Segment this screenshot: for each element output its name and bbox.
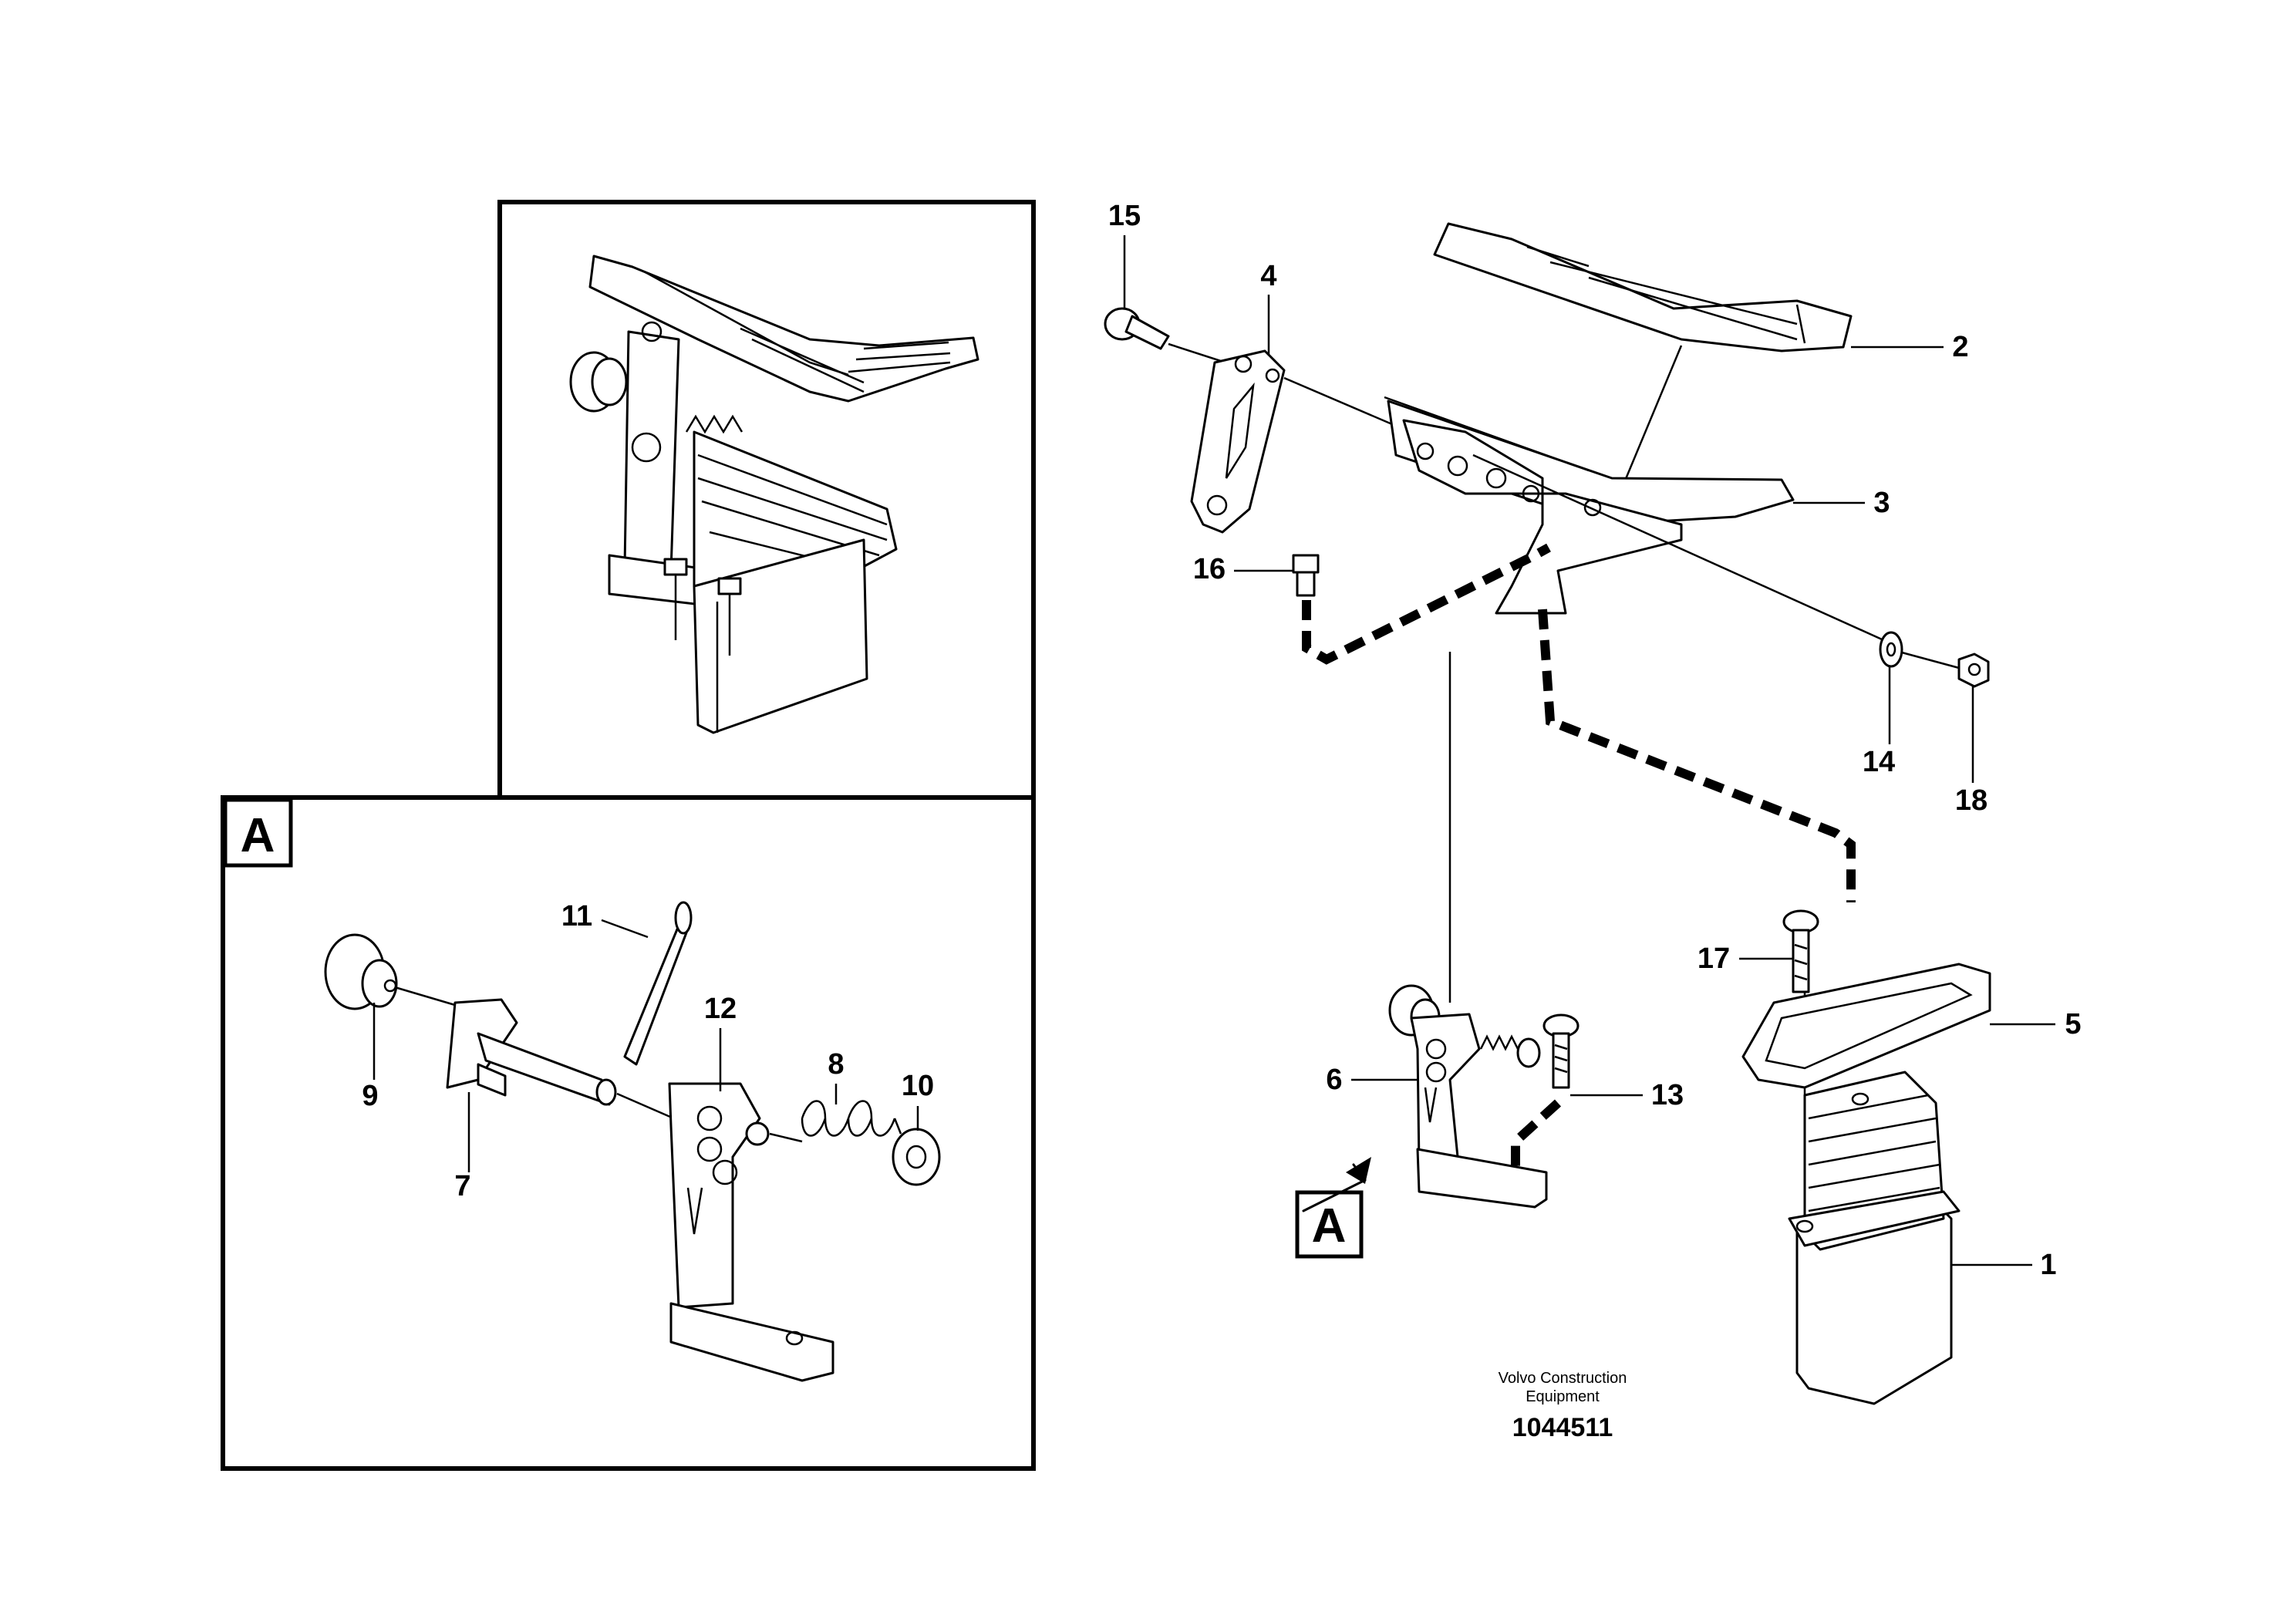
callout-14: 14	[1863, 746, 1895, 778]
callout-10: 10	[902, 1070, 934, 1102]
caption-line-1: Volvo Construction	[1499, 1370, 1627, 1387]
callout-4: 4	[1260, 260, 1276, 292]
diagram-code: 1044511	[1512, 1413, 1613, 1442]
detail-a-tag	[223, 798, 293, 868]
callout-8: 8	[828, 1048, 844, 1081]
callout-11: 11	[561, 900, 592, 932]
callout-7: 7	[454, 1170, 470, 1202]
callout-5: 5	[2065, 1008, 2081, 1040]
main-lower-parts	[1388, 909, 1991, 1405]
main-exploded-parts	[1104, 222, 1990, 688]
callout-6: 6	[1326, 1064, 1342, 1096]
detail-a-callouts: 9 7 11 12 8 10	[362, 900, 934, 1202]
diagram-caption: Volvo Construction Equipment 1044511	[1499, 1370, 1627, 1442]
detail-a-tag-label: A	[241, 809, 275, 862]
main-callouts: 15 4 2 3 16 14 18 17 5 6 13 1	[1108, 200, 2082, 1281]
callout-13: 13	[1651, 1079, 1684, 1111]
callout-3: 3	[1873, 487, 1890, 519]
detail-a-exploded-parts	[324, 901, 941, 1382]
view-reference-a: A	[1295, 1157, 1371, 1259]
callout-18: 18	[1955, 784, 1988, 817]
callout-17: 17	[1698, 943, 1730, 975]
view-reference-label: A	[1312, 1199, 1347, 1253]
callout-1: 1	[2040, 1249, 2056, 1281]
callout-15: 15	[1108, 200, 1141, 232]
caption-line-2: Equipment	[1526, 1388, 1600, 1405]
callout-12: 12	[704, 993, 737, 1025]
assembly-guide-lines	[1302, 543, 1856, 1257]
callout-2: 2	[1952, 331, 1968, 363]
assembled-pedal-illustration	[569, 255, 979, 734]
callout-16: 16	[1193, 553, 1226, 585]
detail-a-frame	[221, 795, 1036, 1471]
callout-9: 9	[362, 1080, 378, 1112]
